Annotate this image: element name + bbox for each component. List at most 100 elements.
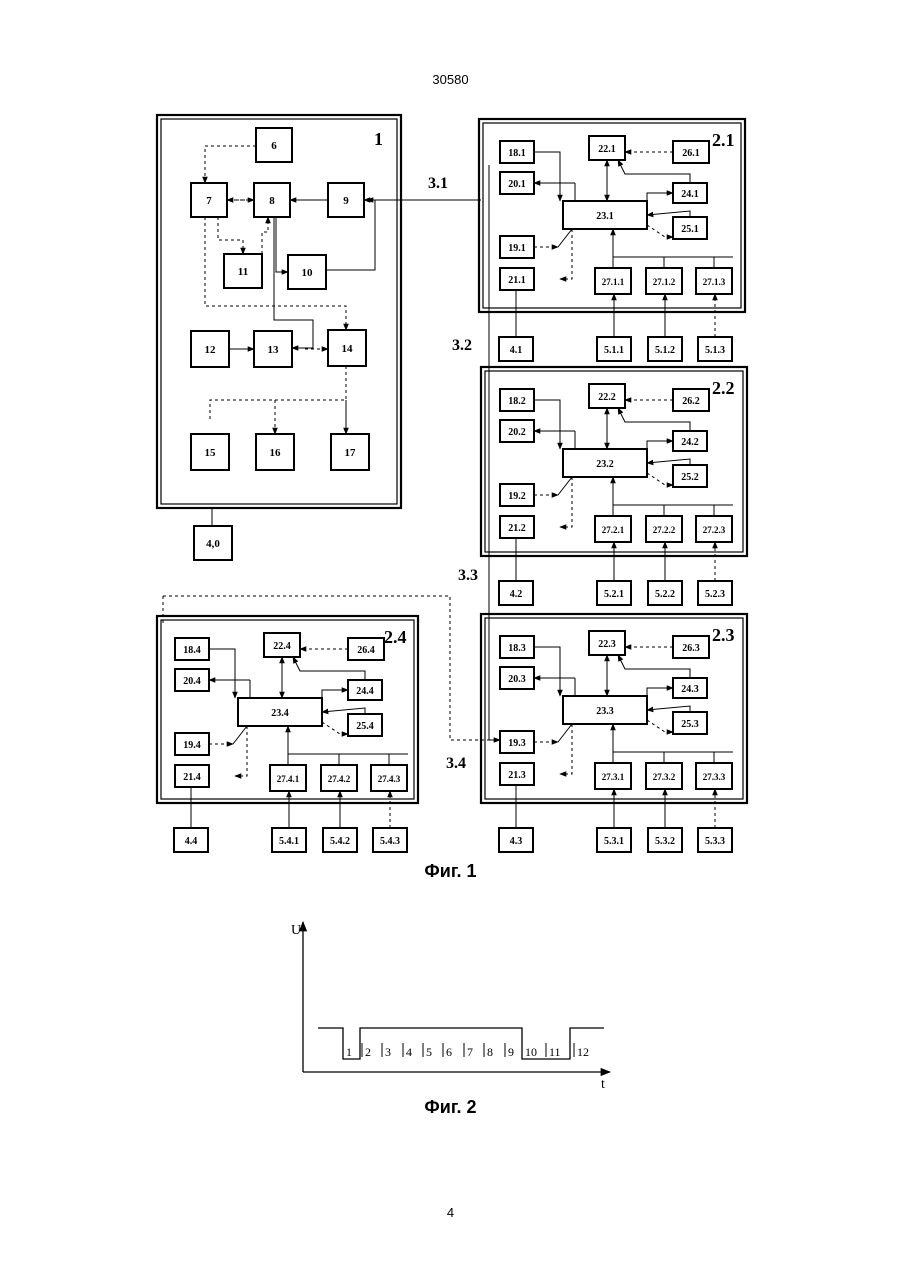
slot-label-7: 7 bbox=[467, 1045, 473, 1059]
connection-line bbox=[276, 217, 288, 272]
block-label-11: 11 bbox=[238, 266, 248, 278]
block-label-20.1: 20.1 bbox=[508, 179, 526, 190]
block-label-27.3.2: 27.3.2 bbox=[653, 772, 676, 782]
slot-label-1: 1 bbox=[346, 1045, 352, 1059]
block-label-27.2.3: 27.2.3 bbox=[703, 525, 726, 535]
block-label-25.4: 25.4 bbox=[356, 721, 374, 732]
slot-label-9: 9 bbox=[508, 1045, 514, 1059]
block-label-5.2.2: 5.2.2 bbox=[655, 589, 675, 600]
block-label-20.3: 20.3 bbox=[508, 674, 526, 685]
block-label-17: 17 bbox=[345, 447, 357, 459]
block-label-18.2: 18.2 bbox=[508, 396, 526, 407]
block-label-27.4.1: 27.4.1 bbox=[277, 774, 300, 784]
connection-line bbox=[647, 720, 673, 732]
block-label-22.3: 22.3 bbox=[598, 639, 616, 650]
x-axis-label: t bbox=[601, 1077, 605, 1092]
block-label-21.3: 21.3 bbox=[508, 770, 526, 781]
block-label-27.2.2: 27.2.2 bbox=[653, 525, 676, 535]
block-label-22.2: 22.2 bbox=[598, 392, 616, 403]
block-label-20.2: 20.2 bbox=[508, 427, 526, 438]
block-label-25.2: 25.2 bbox=[681, 472, 699, 483]
connection-line bbox=[233, 726, 247, 744]
connection-line bbox=[322, 722, 348, 734]
connection-line bbox=[647, 193, 673, 201]
block-label-24.1: 24.1 bbox=[681, 189, 699, 200]
block-label-13: 13 bbox=[268, 344, 280, 356]
label-3.2: 3.2 bbox=[452, 337, 472, 354]
block-label-10: 10 bbox=[302, 267, 314, 279]
block-label-25.3: 25.3 bbox=[681, 719, 699, 730]
block-label-18.3: 18.3 bbox=[508, 643, 526, 654]
connection-line bbox=[209, 649, 235, 698]
label-2.2: 2.2 bbox=[712, 378, 735, 398]
block-label-23.4: 23.4 bbox=[271, 708, 289, 719]
label-3.4: 3.4 bbox=[446, 755, 466, 772]
block-label-14: 14 bbox=[342, 343, 354, 355]
block-label-27.1.3: 27.1.3 bbox=[703, 277, 726, 287]
block-label-5.2.3: 5.2.3 bbox=[705, 589, 725, 600]
block-label-4.3: 4.3 bbox=[510, 836, 523, 847]
block-label-27.1.2: 27.1.2 bbox=[653, 277, 676, 287]
connection-line bbox=[647, 225, 673, 237]
block-label-12: 12 bbox=[205, 344, 217, 356]
label-1: 1 bbox=[374, 129, 383, 149]
block-label-25.1: 25.1 bbox=[681, 224, 699, 235]
block-label-5.2.1: 5.2.1 bbox=[604, 589, 624, 600]
block-label-5.3.1: 5.3.1 bbox=[604, 836, 624, 847]
slot-label-4: 4 bbox=[406, 1045, 412, 1059]
block-label-5.4.1: 5.4.1 bbox=[279, 836, 299, 847]
block-label-21.2: 21.2 bbox=[508, 523, 526, 534]
block-label-5.3.2: 5.3.2 bbox=[655, 836, 675, 847]
block-label-4.4: 4.4 bbox=[185, 836, 198, 847]
block-label-5.3.3: 5.3.3 bbox=[705, 836, 725, 847]
block-label-19.1: 19.1 bbox=[508, 243, 526, 254]
block-label-5.4.2: 5.4.2 bbox=[330, 836, 350, 847]
slot-label-2: 2 bbox=[365, 1045, 371, 1059]
connection-line bbox=[647, 473, 673, 485]
slot-label-3: 3 bbox=[385, 1045, 391, 1059]
figure-1-block-diagram: 678910111213141516174,018.120.119.121.12… bbox=[0, 0, 901, 860]
block-label-5.1.1: 5.1.1 bbox=[604, 345, 624, 356]
block-label-23.2: 23.2 bbox=[596, 459, 614, 470]
signal-waveform bbox=[318, 1028, 604, 1059]
block-label-5.1.2: 5.1.2 bbox=[655, 345, 675, 356]
slot-label-10: 10 bbox=[525, 1045, 537, 1059]
slot-label-6: 6 bbox=[446, 1045, 452, 1059]
block-label-23.3: 23.3 bbox=[596, 706, 614, 717]
connection-line bbox=[322, 690, 348, 698]
figure-1-caption: Фиг. 1 bbox=[0, 861, 901, 882]
block-label-26.3: 26.3 bbox=[682, 643, 700, 654]
block-label-24.3: 24.3 bbox=[681, 684, 699, 695]
connection-line bbox=[534, 647, 560, 696]
connection-line bbox=[534, 400, 560, 449]
block-label-27.4.3: 27.4.3 bbox=[378, 774, 401, 784]
connection-line bbox=[534, 152, 560, 201]
block-label-23.1: 23.1 bbox=[596, 211, 614, 222]
block-label-27.3.1: 27.3.1 bbox=[602, 772, 625, 782]
block-label-20.4: 20.4 bbox=[183, 676, 201, 687]
connection-line bbox=[205, 146, 256, 183]
block-label-27.2.1: 27.2.1 bbox=[602, 525, 625, 535]
connection-line bbox=[647, 441, 673, 449]
slot-label-11: 11 bbox=[549, 1045, 561, 1059]
block-label-5.1.3: 5.1.3 bbox=[705, 345, 725, 356]
slot-label-8: 8 bbox=[487, 1045, 493, 1059]
slot-label-12: 12 bbox=[577, 1045, 589, 1059]
label-3.1: 3.1 bbox=[428, 175, 448, 192]
block-label-4,0: 4,0 bbox=[206, 538, 220, 550]
connection-line bbox=[218, 217, 243, 254]
block-label-8: 8 bbox=[269, 195, 275, 207]
block-label-5.4.3: 5.4.3 bbox=[380, 836, 400, 847]
figure-2-caption: Фиг. 2 bbox=[0, 1097, 901, 1118]
block-label-22.1: 22.1 bbox=[598, 144, 616, 155]
block-label-18.4: 18.4 bbox=[183, 645, 201, 656]
block-label-4.1: 4.1 bbox=[510, 345, 523, 356]
slot-label-5: 5 bbox=[426, 1045, 432, 1059]
connection-line bbox=[163, 596, 500, 740]
block-label-22.4: 22.4 bbox=[273, 641, 291, 652]
connection-line bbox=[558, 477, 572, 495]
page-footer-number: 4 bbox=[0, 1205, 901, 1220]
connection-line bbox=[210, 366, 346, 422]
label-2.3: 2.3 bbox=[712, 625, 735, 645]
block-label-27.1.1: 27.1.1 bbox=[602, 277, 625, 287]
